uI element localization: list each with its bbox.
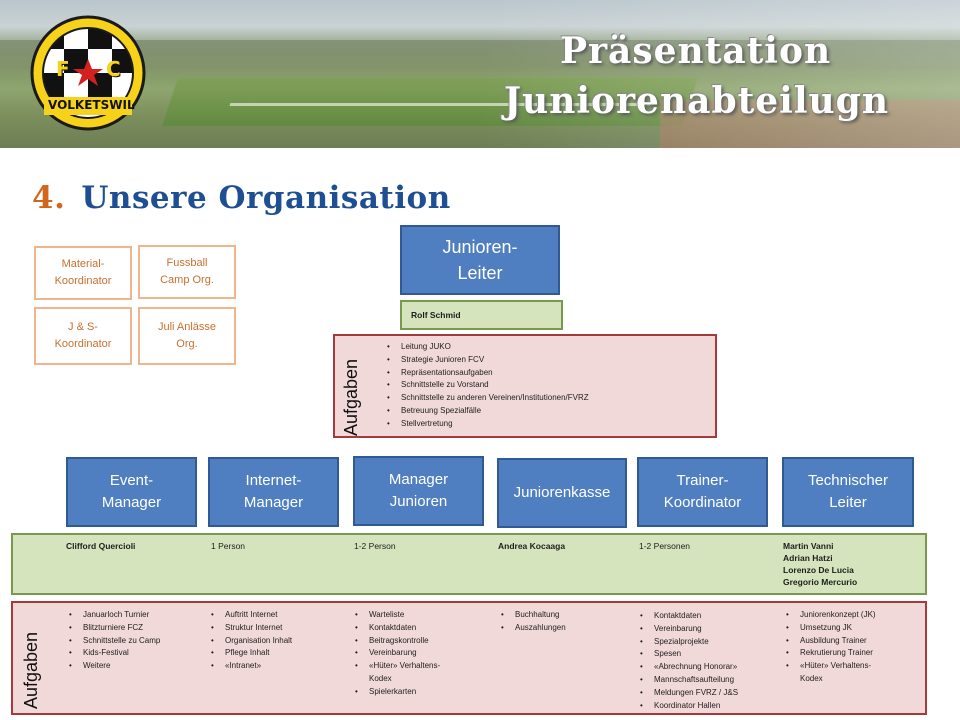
- junioren-leiter-name: Rolf Schmid: [411, 310, 461, 320]
- junioren-leiter-box: Junioren- Leiter: [400, 225, 560, 295]
- task-item: Buchhaltung: [499, 609, 566, 622]
- internet-manager-box: Internet- Manager: [208, 457, 339, 527]
- internet-manager-tasks: Auftritt Internet Struktur Internet Orga…: [209, 609, 292, 673]
- task-item: «Hüter» Verhaltens- Kodex: [784, 660, 876, 686]
- logo-letter-c: C: [106, 57, 121, 81]
- js-koordinator-box: J & S- Koordinator: [34, 307, 132, 365]
- manager-junioren-tasks: Warteliste Kontaktdaten Beitragskontroll…: [353, 609, 440, 699]
- task-item: Spielerkarten: [353, 686, 440, 699]
- technischer-leiter-persons: Martin Vanni Adrian Hatzi Lorenzo De Luc…: [783, 541, 858, 587]
- section-number: 4.: [32, 180, 66, 216]
- head-task-list: Leitung JUKO Strategie Junioren FCV Repr…: [385, 341, 589, 431]
- event-manager-person: Clifford Quercioli: [66, 541, 136, 551]
- task-item: Kids-Festival: [67, 647, 160, 660]
- task-item: Vereinbarung: [638, 623, 738, 636]
- manager-junioren-person: 1-2 Person: [354, 541, 396, 551]
- event-manager-tasks: Januarloch Turnier Blitzturniere FCZ Sch…: [67, 609, 160, 673]
- people-bar: Clifford Quercioli 1 Person 1-2 Person A…: [11, 533, 927, 595]
- task-item: Schnittstelle zu Camp: [67, 635, 160, 648]
- internet-manager-person: 1 Person: [211, 541, 246, 551]
- manager-junioren-box: Manager Junioren: [353, 456, 484, 526]
- material-koordinator-box: Material- Koordinator: [34, 246, 132, 300]
- task-item: Organisation Inhalt: [209, 635, 292, 648]
- task-item: Ausbildung Trainer: [784, 635, 876, 648]
- section-heading: 4. Unsere Organisation: [32, 180, 451, 216]
- task-item: Juniorenkonzept (JK): [784, 609, 876, 622]
- task-item: Leitung JUKO: [385, 341, 589, 354]
- task-item: Weitere: [67, 660, 160, 673]
- trainer-koordinator-tasks: Kontaktdaten Vereinbarung Spezialprojekt…: [638, 610, 738, 712]
- task-item: Spesen: [638, 648, 738, 661]
- juniorenkasse-person: Andrea Kocaaga: [498, 541, 566, 551]
- tasks-label: Aufgaben: [341, 358, 361, 436]
- title-line-1: Präsentation: [560, 30, 832, 72]
- task-item: «Intranet»: [209, 660, 292, 673]
- juniorenkasse-box: Juniorenkasse: [497, 458, 627, 528]
- title-line-2: Juniorenabteilugn: [504, 80, 890, 122]
- logo-letter-f: F: [56, 57, 70, 81]
- junioren-leiter-name-bar: Rolf Schmid: [400, 300, 563, 330]
- task-item: Spezialprojekte: [638, 636, 738, 649]
- task-item: Rekrutierung Trainer: [784, 647, 876, 660]
- task-item: «Hüter» Verhaltens- Kodex: [353, 660, 440, 686]
- trainer-koordinator-box: Trainer- Koordinator: [637, 457, 768, 527]
- technischer-leiter-box: Technischer Leiter: [782, 457, 914, 527]
- department-tasks-box: Aufgaben Januarloch Turnier Blitzturnier…: [11, 601, 927, 715]
- task-item: Repräsentationsaufgaben: [385, 367, 589, 380]
- task-item: Koordinator Hallen: [638, 700, 738, 713]
- task-item: Kontaktdaten: [638, 610, 738, 623]
- fussball-camp-box: Fussball Camp Org.: [138, 245, 236, 299]
- header-banner: [0, 0, 960, 148]
- task-item: Januarloch Turnier: [67, 609, 160, 622]
- task-item: Mannschaftsaufteilung: [638, 674, 738, 687]
- juli-anlaesse-box: Juli Anlässe Org.: [138, 307, 236, 365]
- task-item: Auszahlungen: [499, 622, 566, 635]
- task-item: Schnittstelle zu Vorstand: [385, 379, 589, 392]
- task-item: Kontaktdaten: [353, 622, 440, 635]
- task-item: Meldungen FVRZ / J&S: [638, 687, 738, 700]
- section-title: Unsere Organisation: [81, 180, 451, 216]
- trainer-koordinator-person: 1-2 Personen: [639, 541, 691, 551]
- task-item: Beitragskontrolle: [353, 635, 440, 648]
- club-logo: F C VOLKETSWIL: [30, 15, 146, 131]
- task-item: Pflege Inhalt: [209, 647, 292, 660]
- task-item: Struktur Internet: [209, 622, 292, 635]
- task-item: «Abrechnung Honorar»: [638, 661, 738, 674]
- task-item: Warteliste: [353, 609, 440, 622]
- junioren-leiter-tasks-box: Aufgaben Leitung JUKO Strategie Junioren…: [333, 334, 717, 438]
- task-item: Umsetzung JK: [784, 622, 876, 635]
- task-item: Strategie Junioren FCV: [385, 354, 589, 367]
- event-manager-box: Event- Manager: [66, 457, 197, 527]
- juniorenkasse-tasks: Buchhaltung Auszahlungen: [499, 609, 566, 635]
- task-item: Auftritt Internet: [209, 609, 292, 622]
- task-item: Schnittstelle zu anderen Vereinen/Instit…: [385, 392, 589, 405]
- task-item: Stellvertretung: [385, 418, 589, 431]
- task-item: Vereinbarung: [353, 647, 440, 660]
- technischer-leiter-tasks: Juniorenkonzept (JK) Umsetzung JK Ausbil…: [784, 609, 876, 686]
- bottom-tasks-label: Aufgaben: [21, 631, 41, 709]
- logo-club-name: VOLKETSWIL: [48, 98, 135, 112]
- task-item: Betreuung Spezialfälle: [385, 405, 589, 418]
- task-item: Blitzturniere FCZ: [67, 622, 160, 635]
